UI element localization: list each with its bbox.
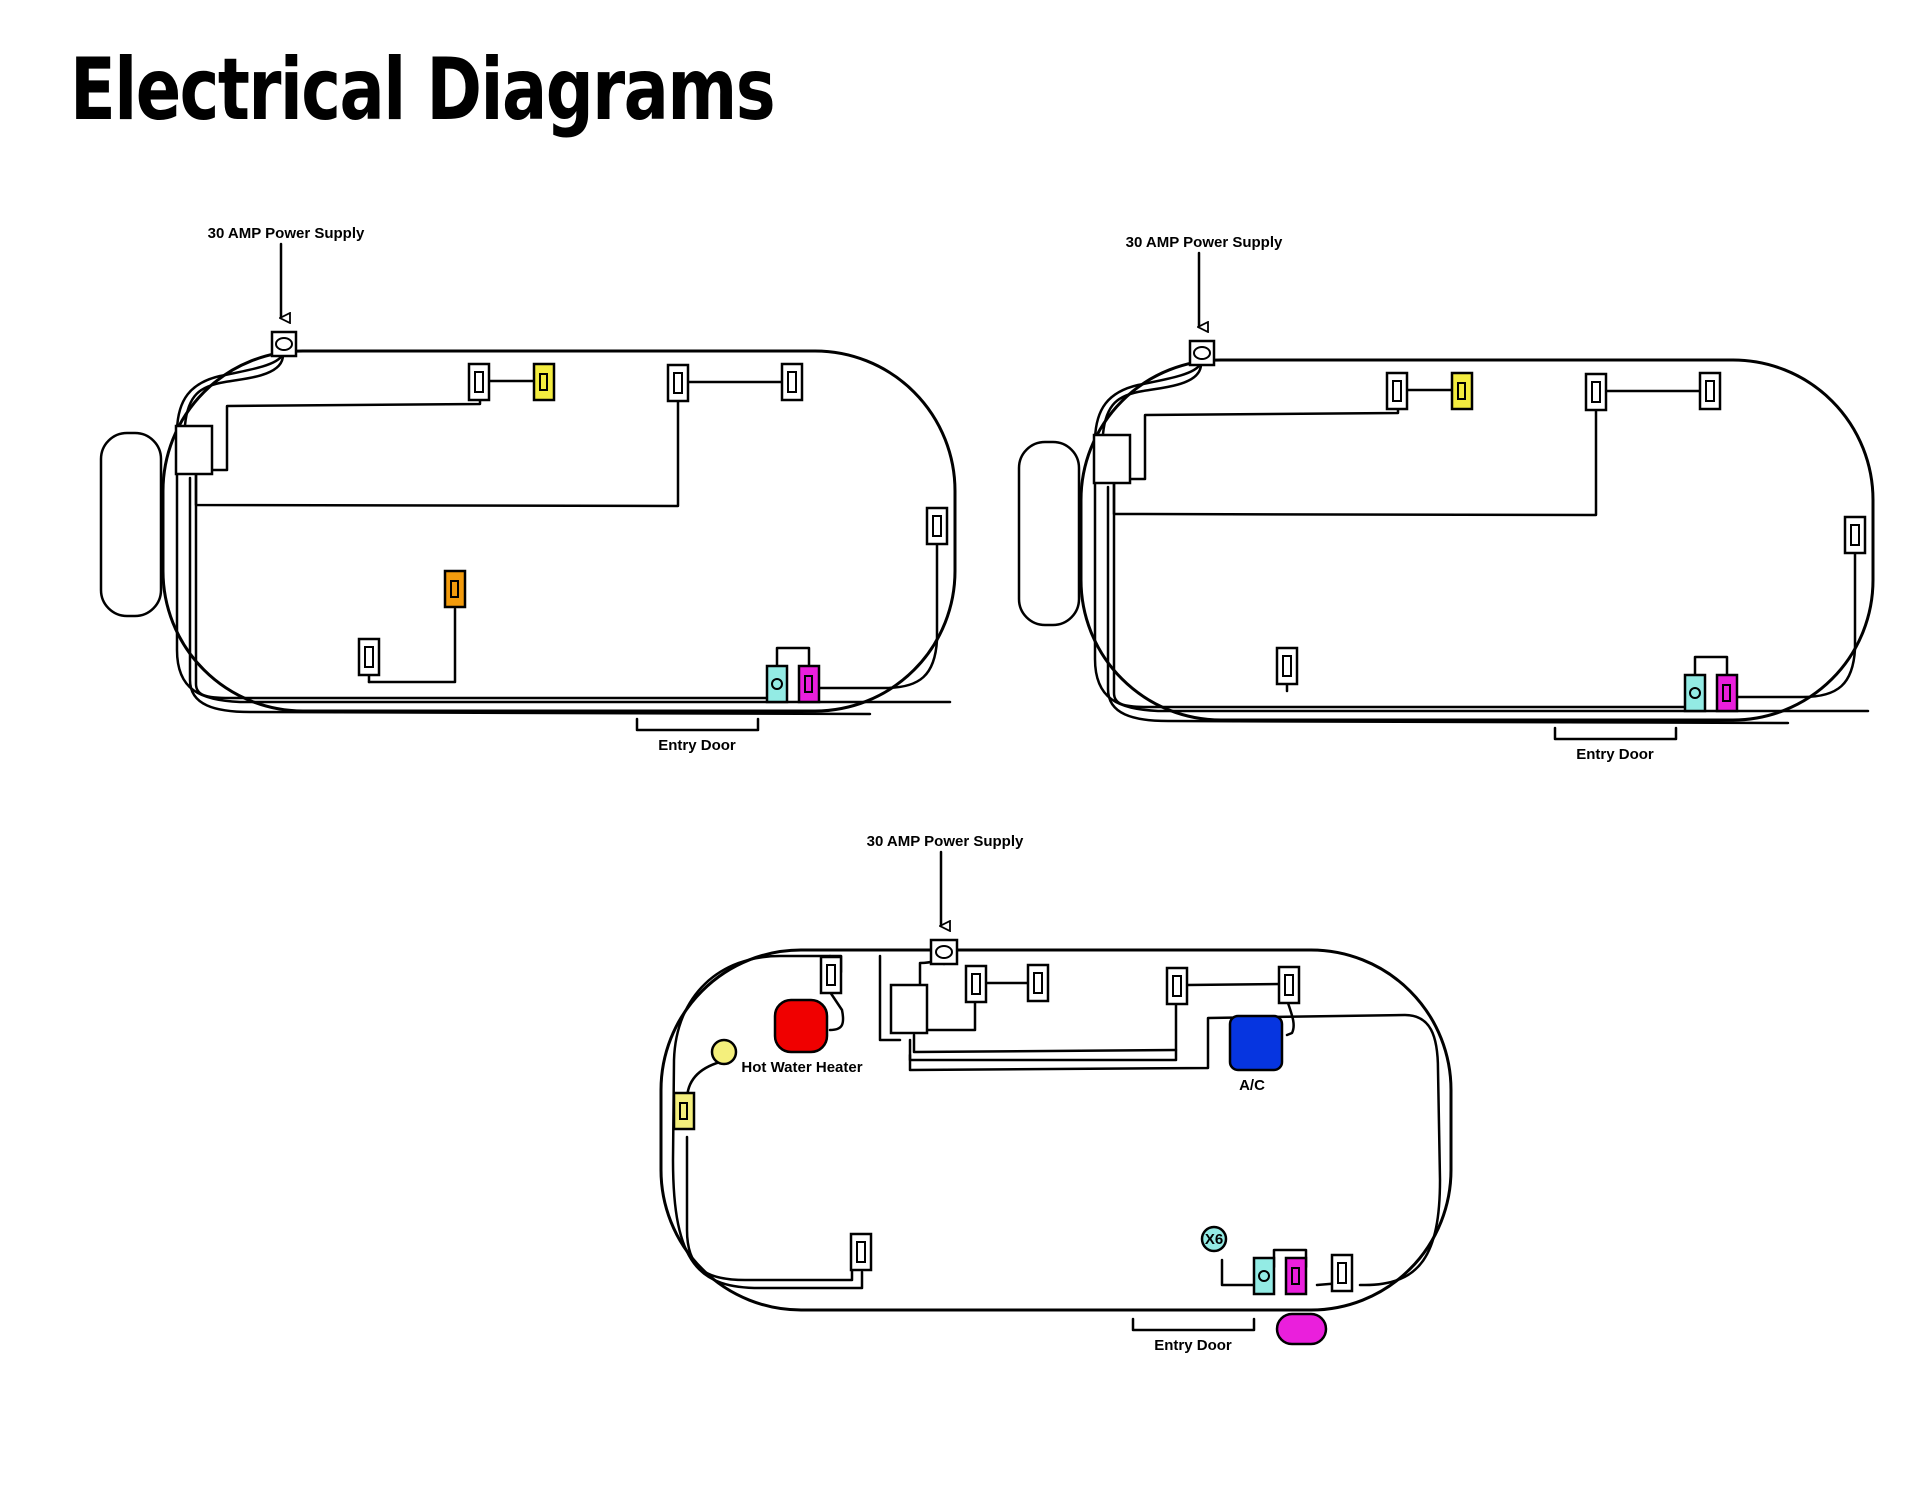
entry-door-label: Entry Door	[1154, 1337, 1232, 1354]
outlet[interactable]	[467, 362, 491, 402]
wire	[818, 542, 939, 690]
wire	[188, 476, 872, 716]
wire	[181, 353, 285, 442]
wire	[828, 990, 845, 1032]
wire	[775, 646, 811, 670]
outlet[interactable]	[1277, 965, 1301, 1005]
outlet[interactable]	[666, 363, 690, 403]
x6-label: X6	[1205, 1231, 1223, 1248]
entry-door-bracket	[1553, 726, 1678, 741]
magenta-switch[interactable]	[1284, 1256, 1308, 1296]
wire	[908, 1003, 1178, 1062]
wire	[1285, 1001, 1295, 1037]
power-supply-label: 30 AMP Power Supply	[867, 833, 1024, 850]
page-title: Electrical Diagrams	[70, 40, 776, 140]
ac-unit[interactable]	[1228, 1014, 1284, 1072]
wire	[1112, 407, 1598, 517]
outlet[interactable]	[1843, 515, 1867, 555]
diagram-1: 30 AMP Power Supply	[99, 225, 957, 754]
breaker-panel[interactable]	[1092, 433, 1132, 485]
wire	[1106, 485, 1790, 725]
wire	[1093, 362, 1870, 713]
outlet[interactable]	[1165, 966, 1189, 1006]
orange-switch[interactable]	[443, 569, 467, 609]
entry-door-label: Entry Door	[1576, 746, 1654, 763]
breaker-panel[interactable]	[174, 424, 214, 476]
wire	[1099, 362, 1203, 451]
outlet[interactable]	[1275, 646, 1299, 686]
hot-water-heater-label: Hot Water Heater	[741, 1059, 862, 1076]
outlet[interactable]	[357, 637, 381, 677]
outlet[interactable]	[925, 506, 949, 546]
outlet[interactable]	[849, 1232, 873, 1272]
wire	[920, 1001, 977, 1032]
breaker-panel[interactable]	[889, 983, 929, 1035]
wire	[194, 398, 680, 508]
wire	[685, 1135, 854, 1282]
wire	[1112, 481, 1693, 709]
outlet[interactable]	[1026, 963, 1050, 1003]
wire	[908, 1013, 1442, 1287]
wire	[367, 607, 457, 684]
yellow-switch[interactable]	[1450, 371, 1474, 411]
outlet[interactable]	[1330, 1253, 1354, 1293]
wire	[1693, 655, 1729, 679]
wire	[671, 954, 864, 1290]
trailer-outline	[659, 948, 1453, 1312]
wire	[194, 472, 775, 700]
outlet[interactable]	[1385, 371, 1409, 411]
entry-door-bracket	[635, 717, 760, 732]
yellow-light[interactable]	[710, 1038, 738, 1066]
diagram-2: 30 AMP Power Supply	[1017, 234, 1875, 763]
wire	[175, 353, 952, 704]
yellow-switch[interactable]	[672, 1091, 696, 1131]
wire	[912, 1033, 1178, 1054]
cyan-outlet[interactable]	[765, 664, 789, 704]
x6-badge: X6	[1200, 1225, 1228, 1253]
outlet[interactable]	[1584, 372, 1608, 412]
tongue-box	[1017, 440, 1081, 627]
outlet[interactable]	[1698, 371, 1722, 411]
power-supply-label: 30 AMP Power Supply	[1126, 234, 1283, 251]
cyan-outlet[interactable]	[1683, 673, 1707, 713]
tongue-box	[99, 431, 163, 618]
wire	[1220, 1258, 1264, 1287]
magenta-switch[interactable]	[1715, 673, 1739, 713]
wire	[1128, 402, 1400, 481]
ac-label: A/C	[1239, 1077, 1265, 1094]
wire	[1185, 982, 1283, 987]
outlet[interactable]	[819, 955, 843, 995]
yellow-switch[interactable]	[532, 362, 556, 402]
power-inlet[interactable]	[929, 938, 959, 966]
cyan-outlet[interactable]	[1252, 1256, 1276, 1296]
entry-door-label: Entry Door	[658, 737, 736, 754]
trailer-outline	[161, 349, 957, 713]
wire	[210, 393, 482, 472]
outlet[interactable]	[964, 964, 988, 1004]
entry-door-bracket	[1131, 1317, 1256, 1332]
wire	[1736, 551, 1857, 699]
magenta-tank	[1275, 1312, 1328, 1346]
power-inlet[interactable]	[1188, 339, 1216, 367]
wire	[878, 954, 902, 1042]
magenta-switch[interactable]	[797, 664, 821, 704]
outlet[interactable]	[780, 362, 804, 402]
power-inlet[interactable]	[270, 330, 298, 358]
power-supply-label: 30 AMP Power Supply	[208, 225, 365, 242]
diagram-3: 30 AMP Power Supply	[659, 833, 1453, 1354]
hot-water-heater[interactable]	[773, 998, 829, 1054]
trailer-outline	[1079, 358, 1875, 722]
